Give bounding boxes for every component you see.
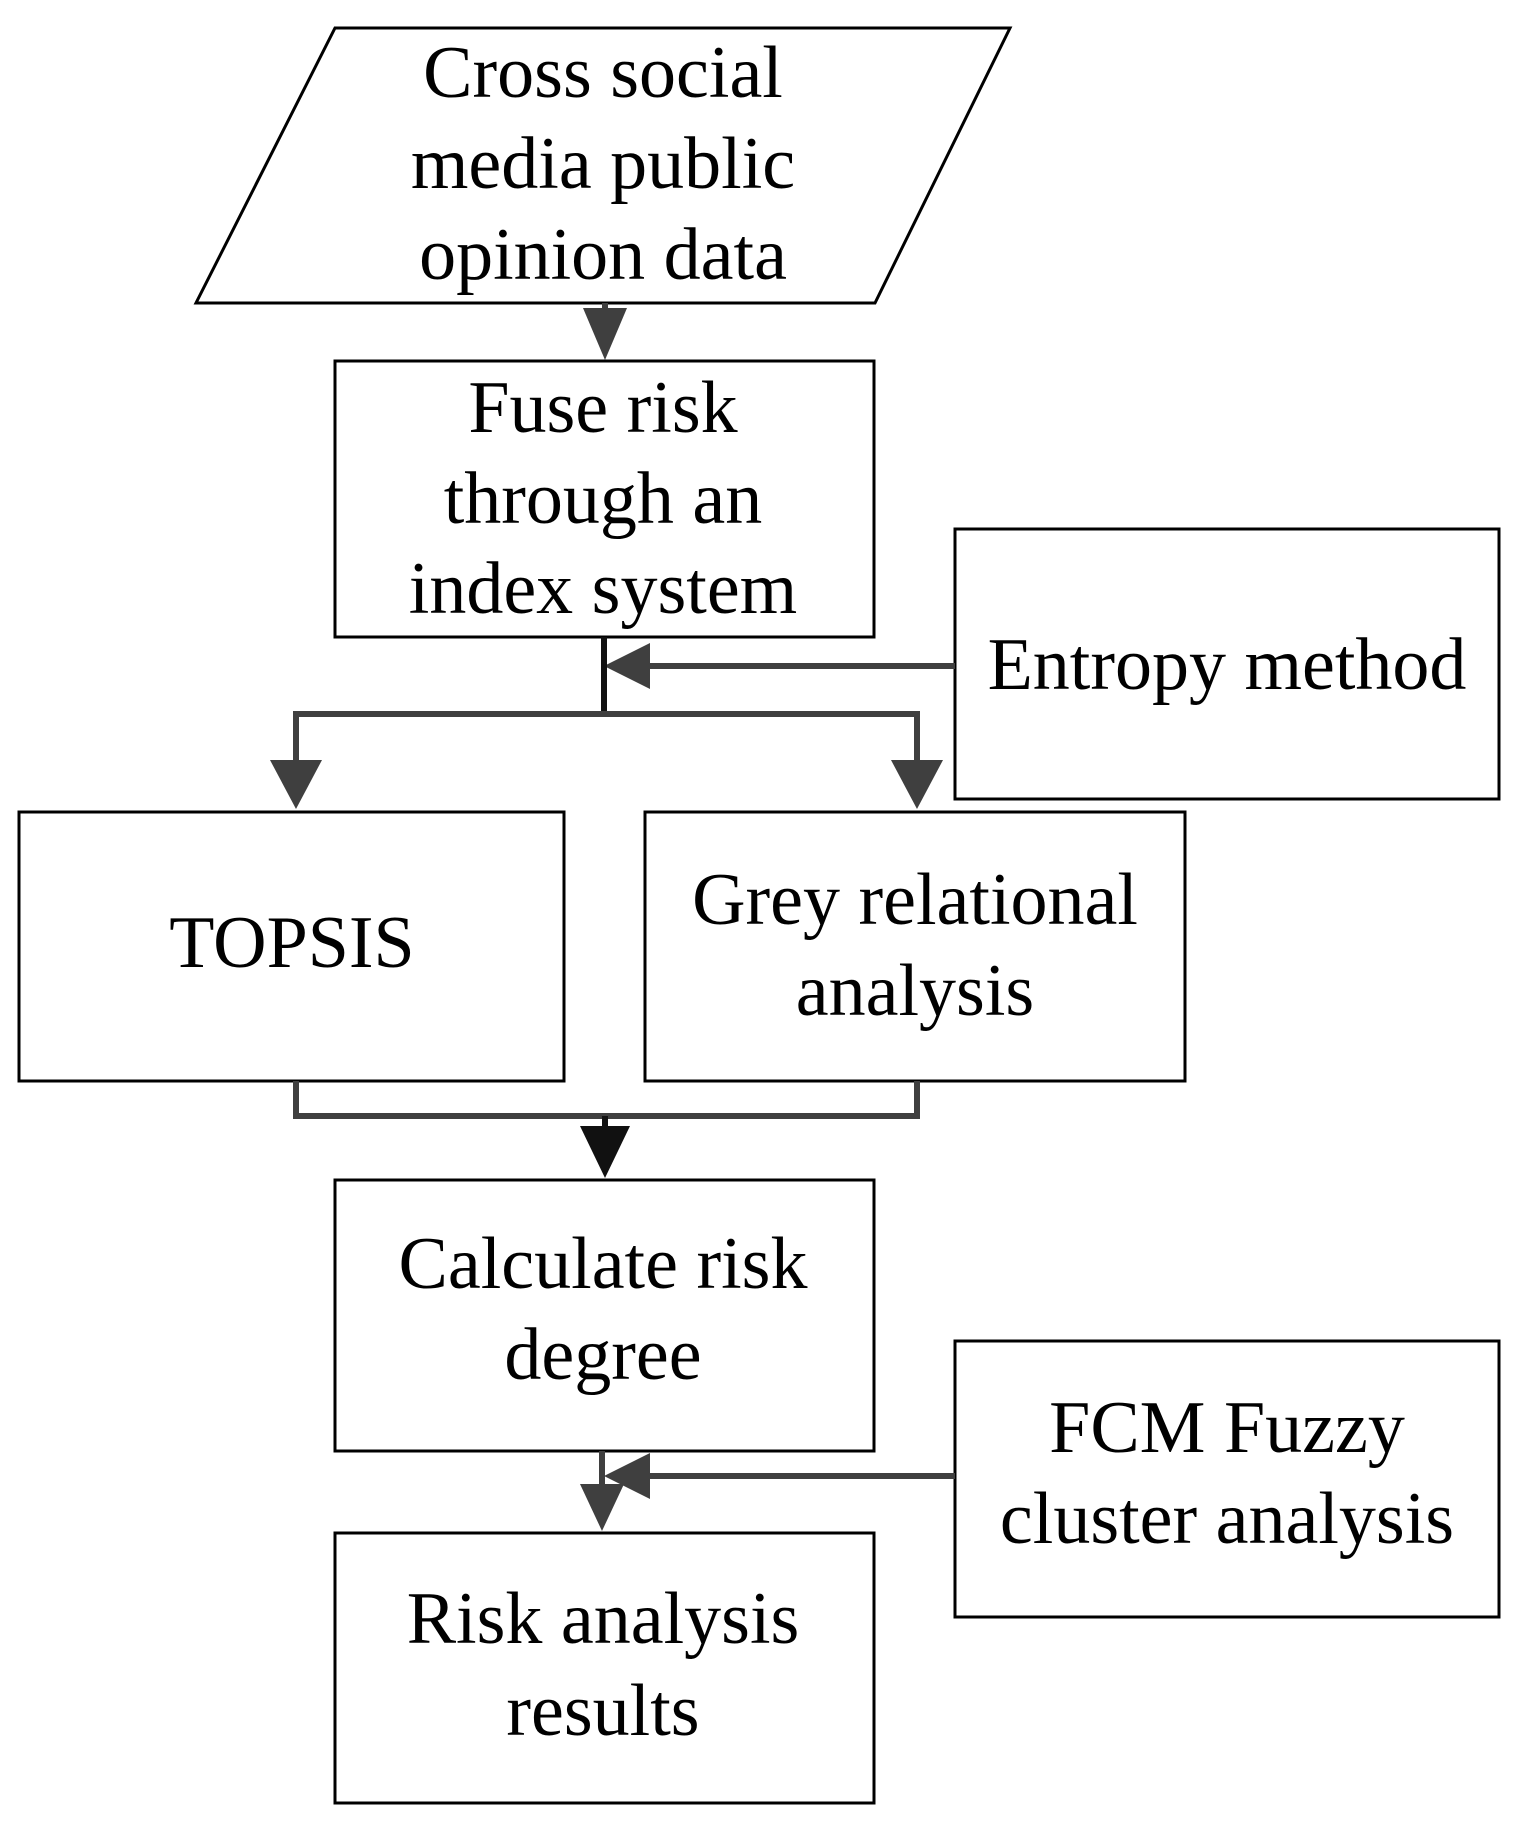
arrowhead-left [604, 1453, 650, 1499]
arrowhead-down [580, 1126, 630, 1178]
edge-merge-to-calculate [293, 1081, 920, 1178]
input-parallelogram [193, 26, 1013, 305]
fcm-line-2: cluster analysis [1000, 1478, 1454, 1560]
node-fuse: Fuse risk through an index system [333, 359, 876, 639]
fuse-line-1: Fuse risk [468, 367, 737, 449]
node-fcm: FCM Fuzzy cluster analysis [953, 1339, 1501, 1619]
results-line-2: results [506, 1670, 699, 1752]
results-box [333, 1531, 876, 1805]
results-line-1: Risk analysis [407, 1578, 800, 1660]
calculate-line-2: degree [504, 1314, 701, 1396]
fuse-line-2: through an [444, 458, 763, 540]
fuse-box [333, 359, 876, 639]
node-input: Cross social media public opinion data [193, 26, 1013, 305]
input-line-1: Cross social [423, 32, 783, 114]
topsis-line-1: TOPSIS [169, 902, 414, 984]
fcm-line-1: FCM Fuzzy [1049, 1387, 1405, 1469]
arrowhead-left [604, 643, 650, 689]
arrowhead-down [891, 760, 943, 809]
edge-calculate-to-results [580, 1451, 624, 1531]
edge-fuse-split [270, 637, 943, 809]
arrowhead-down [270, 760, 322, 809]
calculate-line-1: Calculate risk [399, 1223, 808, 1305]
node-results: Risk analysis results [333, 1531, 876, 1805]
input-line-3: opinion data [419, 214, 787, 296]
fcm-box [953, 1339, 1501, 1619]
node-topsis: TOPSIS [17, 810, 566, 1083]
grey-line-1: Grey relational [692, 859, 1138, 941]
grey-box [643, 810, 1187, 1083]
calculate-box [333, 1178, 876, 1453]
node-calculate: Calculate risk degree [333, 1178, 876, 1453]
edge-input-to-fuse [583, 303, 627, 360]
fuse-line-3: index system [409, 548, 797, 630]
grey-line-2: analysis [796, 950, 1034, 1032]
node-grey: Grey relational analysis [643, 810, 1187, 1083]
input-line-2: media public [411, 123, 795, 205]
arrowhead-down [583, 308, 627, 360]
node-entropy: Entropy method [953, 527, 1501, 801]
entropy-line-1: Entropy method [988, 624, 1467, 706]
topsis-box [17, 810, 566, 1083]
edge-entropy-to-fuse [604, 643, 955, 689]
edge-fcm-to-calculate [604, 1453, 955, 1499]
arrowhead-down [580, 1484, 624, 1531]
